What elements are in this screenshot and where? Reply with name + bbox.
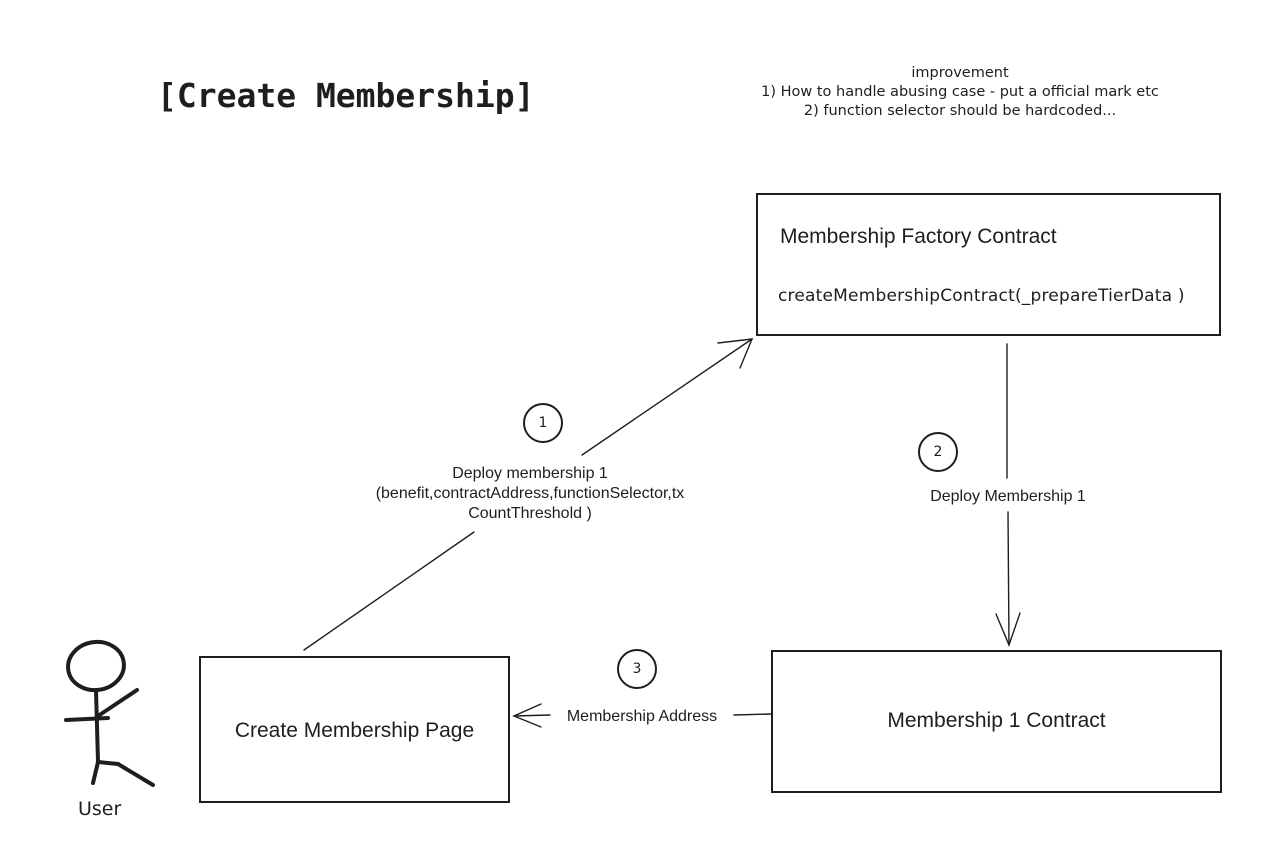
create-page-box-title: Create Membership Page [234, 719, 475, 742]
user-stick-figure-icon [64, 639, 155, 787]
step-1-label: Deploy membership 1 (benefit,contractAdd… [340, 464, 720, 524]
improvement-note: improvement 1) How to handle abusing cas… [640, 64, 1280, 121]
membership-factory-contract-box: Membership Factory Contract createMember… [756, 193, 1221, 336]
membership-1-contract-box: Membership 1 Contract [771, 650, 1222, 793]
step-1-label-line-2: (benefit,contractAddress,functionSelecto… [375, 485, 685, 502]
step-3-label: Membership Address [552, 707, 732, 727]
diagram-title: [Create Membership] [157, 76, 535, 115]
arrow-deploy-membership [303, 338, 754, 651]
factory-box-method: createMembershipContract(_prepareTierDat… [778, 286, 1185, 306]
user-label: User [78, 798, 122, 820]
arrow-deploy-membership-contract [995, 343, 1021, 647]
factory-box-title: Membership Factory Contract [780, 225, 1057, 248]
step-1-label-line-3: CountThreshold ) [468, 505, 592, 522]
create-membership-page-box: Create Membership Page [199, 656, 510, 803]
step-1-label-line-1: Deploy membership 1 [452, 465, 608, 482]
step-2-badge: 2 [918, 432, 958, 472]
arrow-membership-address [512, 703, 772, 728]
improvement-note-heading: improvement [911, 65, 1009, 81]
improvement-note-line-1: 1) How to handle abusing case - put a of… [761, 84, 1159, 100]
step-3-badge: 3 [617, 649, 657, 689]
improvement-note-line-2: 2) function selector should be hardcoded… [803, 103, 1117, 119]
step-2-label: Deploy Membership 1 [930, 488, 1086, 505]
membership-contract-box-title: Membership 1 Contract [887, 709, 1106, 732]
step-1-badge: 1 [523, 403, 563, 443]
